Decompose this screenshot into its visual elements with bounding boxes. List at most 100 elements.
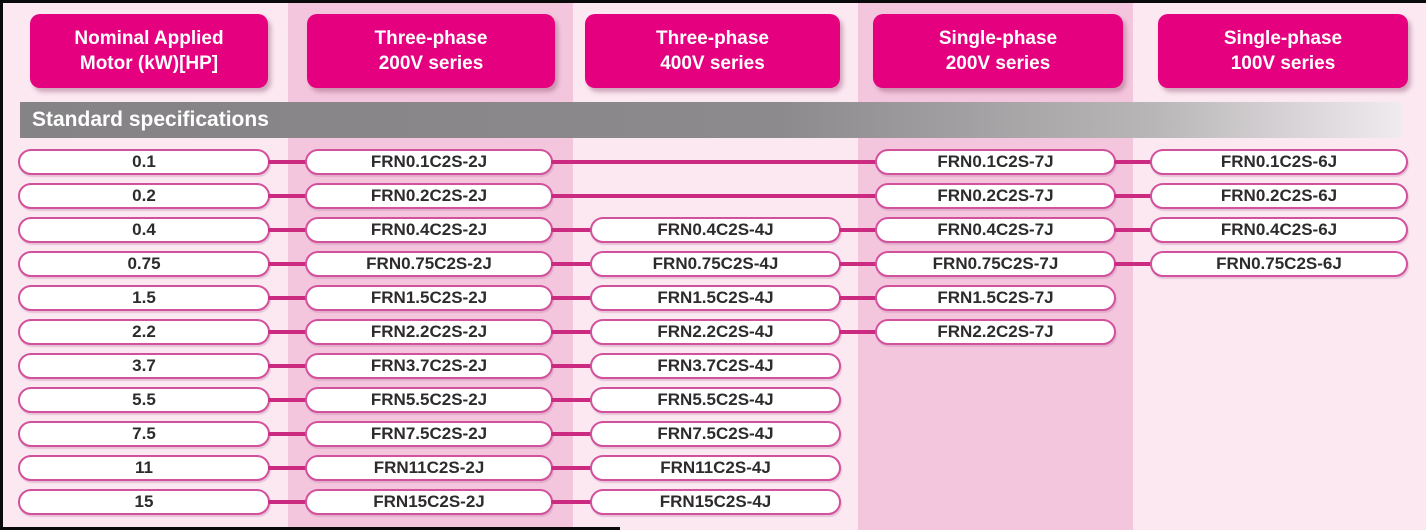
header-line: 200V series — [945, 53, 1051, 74]
model-box-three-phase-200v: FRN3.7C2S-2J — [305, 353, 553, 379]
section-label: Standard specifications — [32, 108, 269, 131]
connector-line — [1114, 160, 1154, 164]
model-box-single-phase-200v: FRN1.5C2S-7J — [875, 285, 1116, 311]
model-box-single-phase-200v: FRN0.1C2S-7J — [875, 149, 1116, 175]
motor-kw-box: 11 — [18, 455, 270, 481]
scan-edge-bottom — [0, 527, 620, 530]
connector-line — [1114, 228, 1154, 232]
connector-line — [551, 262, 593, 266]
table-row: 0.2 FRN0.2C2S-2J FRN0.2C2S-7J FRN0.2C2S-… — [0, 183, 1426, 209]
connector-line — [268, 160, 308, 164]
header-nominal-applied-motor: Nominal Applied Motor (kW)[HP] — [30, 14, 268, 88]
connector-line — [268, 228, 308, 232]
connector-line — [268, 398, 308, 402]
connector-line — [268, 500, 308, 504]
header-single-phase-200v: Single-phase 200V series — [873, 14, 1123, 88]
table-row: 1.5 FRN1.5C2S-2J FRN1.5C2S-4J FRN1.5C2S-… — [0, 285, 1426, 311]
model-box-three-phase-200v: FRN15C2S-2J — [305, 489, 553, 515]
model-box-single-phase-100v: FRN0.75C2S-6J — [1150, 251, 1408, 277]
header-line: Three-phase — [656, 28, 769, 49]
table-row: 11 FRN11C2S-2J FRN11C2S-4J — [0, 455, 1426, 481]
model-box-three-phase-400v: FRN7.5C2S-4J — [590, 421, 841, 447]
motor-kw-box: 2.2 — [18, 319, 270, 345]
table-row: 7.5 FRN7.5C2S-2J FRN7.5C2S-4J — [0, 421, 1426, 447]
model-box-three-phase-400v: FRN3.7C2S-4J — [590, 353, 841, 379]
motor-kw-box: 7.5 — [18, 421, 270, 447]
model-box-three-phase-200v: FRN7.5C2S-2J — [305, 421, 553, 447]
header-line: Single-phase — [938, 28, 1058, 49]
header-line: Nominal Applied — [74, 28, 224, 49]
model-box-three-phase-200v: FRN0.1C2S-2J — [305, 149, 553, 175]
table-row: 0.4 FRN0.4C2S-2J FRN0.4C2S-4J FRN0.4C2S-… — [0, 217, 1426, 243]
table-row: 3.7 FRN3.7C2S-2J FRN3.7C2S-4J — [0, 353, 1426, 379]
model-box-three-phase-400v: FRN0.75C2S-4J — [590, 251, 841, 277]
connector-line — [551, 432, 593, 436]
motor-kw-box: 5.5 — [18, 387, 270, 413]
connector-line — [551, 500, 593, 504]
connector-line — [551, 296, 593, 300]
connector-line-long — [551, 194, 879, 198]
connector-line-long — [551, 160, 879, 164]
model-box-single-phase-200v: FRN2.2C2S-7J — [875, 319, 1116, 345]
model-box-single-phase-100v: FRN0.1C2S-6J — [1150, 149, 1408, 175]
model-box-three-phase-400v: FRN0.4C2S-4J — [590, 217, 841, 243]
table-row: 5.5 FRN5.5C2S-2J FRN5.5C2S-4J — [0, 387, 1426, 413]
connector-line — [268, 262, 308, 266]
motor-kw-box: 15 — [18, 489, 270, 515]
connector-line — [839, 228, 879, 232]
header-line: 400V series — [660, 53, 765, 74]
table-row: 2.2 FRN2.2C2S-2J FRN2.2C2S-4J FRN2.2C2S-… — [0, 319, 1426, 345]
model-box-single-phase-200v: FRN0.75C2S-7J — [875, 251, 1116, 277]
model-box-three-phase-400v: FRN2.2C2S-4J — [590, 319, 841, 345]
section-bar-standard-specifications: Standard specifications — [20, 102, 1402, 138]
model-box-single-phase-100v: FRN0.4C2S-6J — [1150, 217, 1408, 243]
table-row: 0.75 FRN0.75C2S-2J FRN0.75C2S-4J FRN0.75… — [0, 251, 1426, 277]
model-box-three-phase-200v: FRN11C2S-2J — [305, 455, 553, 481]
header-line: Single-phase — [1223, 28, 1343, 49]
connector-line — [839, 262, 879, 266]
header-three-phase-200v: Three-phase 200V series — [307, 14, 555, 88]
header-line: Three-phase — [374, 28, 488, 49]
motor-kw-box: 0.4 — [18, 217, 270, 243]
connector-line — [551, 228, 593, 232]
connector-line — [839, 194, 879, 198]
connector-line — [551, 364, 593, 368]
model-box-three-phase-200v: FRN0.75C2S-2J — [305, 251, 553, 277]
connector-line — [268, 364, 308, 368]
connector-line — [551, 330, 593, 334]
model-box-three-phase-200v: FRN1.5C2S-2J — [305, 285, 553, 311]
connector-line — [268, 194, 308, 198]
connector-line — [268, 432, 308, 436]
header-line: Motor (kW)[HP] — [79, 53, 219, 74]
connector-line — [839, 296, 879, 300]
model-box-three-phase-200v: FRN0.2C2S-2J — [305, 183, 553, 209]
model-box-three-phase-200v: FRN0.4C2S-2J — [305, 217, 553, 243]
table-row: 0.1 FRN0.1C2S-2J FRN0.1C2S-7J FRN0.1C2S-… — [0, 149, 1426, 175]
connector-line — [839, 160, 879, 164]
table-row: 15 FRN15C2S-2J FRN15C2S-4J — [0, 489, 1426, 515]
motor-kw-box: 0.2 — [18, 183, 270, 209]
connector-line — [551, 398, 593, 402]
motor-kw-box: 1.5 — [18, 285, 270, 311]
header-line: 200V series — [378, 53, 484, 74]
connector-line — [1114, 262, 1154, 266]
model-box-three-phase-200v: FRN2.2C2S-2J — [305, 319, 553, 345]
scan-edge-left — [0, 0, 3, 530]
connector-line — [551, 466, 593, 470]
connector-line — [268, 296, 308, 300]
motor-kw-box: 0.1 — [18, 149, 270, 175]
connector-line — [1114, 194, 1154, 198]
motor-kw-box: 0.75 — [18, 251, 270, 277]
model-box-three-phase-400v: FRN1.5C2S-4J — [590, 285, 841, 311]
scan-edge-top — [0, 0, 1426, 3]
connector-line — [268, 330, 308, 334]
model-box-three-phase-400v: FRN11C2S-4J — [590, 455, 841, 481]
model-box-three-phase-200v: FRN5.5C2S-2J — [305, 387, 553, 413]
model-box-three-phase-400v: FRN15C2S-4J — [590, 489, 841, 515]
motor-kw-box: 3.7 — [18, 353, 270, 379]
model-box-single-phase-200v: FRN0.2C2S-7J — [875, 183, 1116, 209]
model-box-single-phase-200v: FRN0.4C2S-7J — [875, 217, 1116, 243]
header-line: 100V series — [1230, 53, 1336, 74]
connector-line — [839, 330, 879, 334]
connector-line — [268, 466, 308, 470]
